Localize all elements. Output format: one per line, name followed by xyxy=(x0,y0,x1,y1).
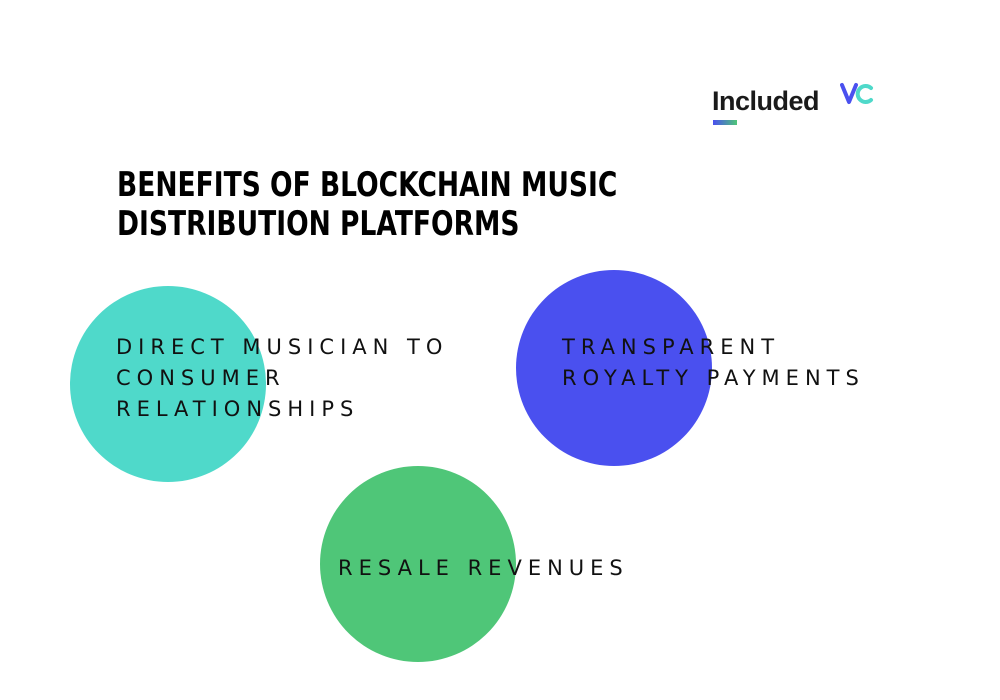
benefit-circle-transparent-royalties xyxy=(516,270,712,466)
benefit-circle-resale-revenues xyxy=(320,466,516,662)
includedvc-logo: Included xyxy=(712,82,882,130)
benefit-label-direct-relationships: Direct musician to consumer relationship… xyxy=(116,335,449,421)
page-title: Benefits of Blockchain Music Distributio… xyxy=(117,165,618,244)
benefit-label-resale-revenues: Resale revenues xyxy=(338,556,629,580)
logo-gradient-bar xyxy=(713,120,737,125)
logo-wordmark: Included xyxy=(712,86,820,116)
vc-logo-icon xyxy=(840,83,873,104)
benefit-circle-direct-relationships xyxy=(70,286,266,482)
benefit-label-transparent-royalties: Transparent royalty payments xyxy=(562,335,865,390)
